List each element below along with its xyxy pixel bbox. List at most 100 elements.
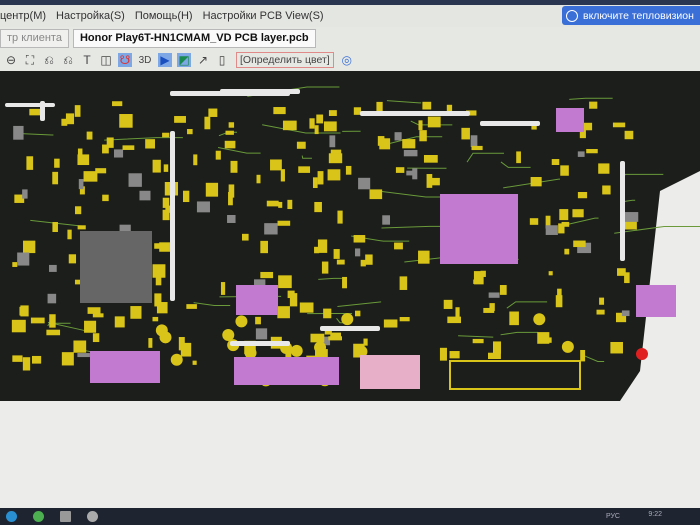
connector-small bbox=[360, 355, 420, 389]
pad bbox=[492, 341, 502, 354]
pad bbox=[531, 125, 537, 130]
test-point bbox=[235, 315, 248, 328]
menu-center[interactable]: центр(M) bbox=[0, 10, 47, 22]
pad bbox=[92, 333, 100, 343]
trace bbox=[386, 100, 422, 104]
menu-settings[interactable]: Настройка(S) bbox=[56, 10, 125, 22]
pad bbox=[327, 169, 341, 181]
pcb-view[interactable] bbox=[0, 71, 700, 401]
mirror-icon[interactable]: ◫ bbox=[100, 53, 112, 67]
canvas-empty-area bbox=[0, 401, 700, 509]
pad bbox=[383, 319, 398, 328]
menu-help[interactable]: Помощь(H) bbox=[134, 10, 193, 22]
pad bbox=[577, 191, 588, 199]
pad bbox=[317, 171, 324, 185]
pad bbox=[316, 114, 324, 124]
test-point bbox=[222, 329, 235, 342]
3d-button[interactable]: 3D bbox=[138, 54, 152, 66]
pad bbox=[610, 341, 623, 354]
paint-icon[interactable]: T bbox=[83, 53, 91, 67]
language-indicator[interactable]: РУС bbox=[605, 513, 620, 520]
pad bbox=[314, 125, 319, 135]
pad bbox=[509, 311, 519, 326]
pad bbox=[260, 240, 268, 254]
tab-client-center[interactable]: тр клиента bbox=[0, 28, 69, 48]
trace bbox=[458, 335, 494, 338]
trace bbox=[583, 355, 605, 362]
pad bbox=[225, 130, 234, 135]
rotate-left-icon[interactable]: ⎌ bbox=[44, 52, 54, 67]
test-point bbox=[170, 353, 183, 366]
pad bbox=[193, 154, 198, 166]
pad bbox=[46, 329, 61, 336]
pad bbox=[602, 185, 611, 195]
chrome-icon[interactable] bbox=[87, 511, 98, 522]
pad bbox=[558, 223, 565, 234]
pad bbox=[382, 215, 391, 225]
mouse-icon[interactable]: ▯ bbox=[218, 53, 226, 67]
pad bbox=[84, 320, 97, 333]
pad bbox=[106, 137, 114, 148]
pad bbox=[152, 264, 166, 278]
fpc-connector bbox=[449, 360, 581, 390]
pad bbox=[255, 316, 261, 325]
trace bbox=[379, 190, 446, 198]
pad bbox=[394, 132, 402, 141]
pad bbox=[545, 225, 558, 235]
pad bbox=[92, 313, 104, 318]
rotate-right-icon[interactable]: ⎌ bbox=[63, 52, 73, 67]
test-point bbox=[341, 313, 354, 326]
trace bbox=[466, 152, 505, 163]
menu-pcb-view-settings[interactable]: Настройки PCB View(S) bbox=[202, 10, 324, 22]
telegram-icon[interactable] bbox=[6, 511, 17, 522]
pad bbox=[488, 292, 500, 298]
pad bbox=[145, 139, 155, 149]
pad bbox=[399, 317, 410, 322]
probe-icon[interactable]: ☋ bbox=[118, 53, 132, 67]
pad bbox=[196, 201, 210, 213]
pad bbox=[560, 165, 569, 176]
pad bbox=[312, 177, 318, 189]
pad bbox=[20, 305, 29, 317]
thermal-imager-button[interactable]: включите тепловизион bbox=[562, 6, 700, 25]
trace bbox=[337, 301, 382, 307]
fit-icon[interactable]: ⛶ bbox=[25, 52, 35, 67]
pad bbox=[273, 107, 286, 115]
trace-icon[interactable]: ◩ bbox=[177, 53, 191, 67]
zoom-out-icon[interactable]: ⊖ bbox=[5, 53, 17, 67]
pad bbox=[52, 222, 58, 232]
pad bbox=[241, 233, 249, 241]
eye-icon[interactable]: ◎ bbox=[341, 53, 352, 67]
pad bbox=[30, 317, 45, 324]
curve-icon[interactable]: ↗ bbox=[197, 53, 209, 67]
trace bbox=[318, 277, 342, 280]
tab-pcb-file[interactable]: Honor Play6T-HN1CMAM_VD PCB layer.pcb bbox=[72, 28, 316, 48]
pad bbox=[402, 139, 416, 149]
app-icon[interactable] bbox=[33, 511, 44, 522]
trace bbox=[383, 136, 443, 146]
trace bbox=[217, 146, 261, 154]
pad bbox=[466, 110, 477, 116]
pad bbox=[270, 159, 282, 171]
pad bbox=[470, 135, 478, 147]
excel-icon[interactable] bbox=[60, 511, 71, 522]
pad bbox=[449, 351, 460, 359]
pad bbox=[77, 353, 90, 358]
pad bbox=[447, 316, 462, 324]
pad bbox=[266, 200, 279, 207]
pad bbox=[422, 101, 432, 110]
pad bbox=[192, 360, 197, 365]
pad bbox=[473, 271, 484, 285]
play-icon[interactable]: ▶ bbox=[158, 53, 172, 67]
pad bbox=[47, 293, 57, 304]
clock[interactable]: 9:22 bbox=[648, 511, 662, 518]
trace bbox=[15, 132, 54, 136]
taskbar: РУС 9:22 bbox=[0, 508, 700, 525]
pad bbox=[323, 308, 332, 319]
pad bbox=[345, 165, 352, 175]
define-color-button[interactable]: [Определить цвет] bbox=[236, 52, 334, 68]
pad bbox=[114, 316, 125, 328]
trace bbox=[262, 124, 341, 134]
silkscreen-bar bbox=[360, 111, 470, 116]
pad bbox=[489, 303, 495, 311]
